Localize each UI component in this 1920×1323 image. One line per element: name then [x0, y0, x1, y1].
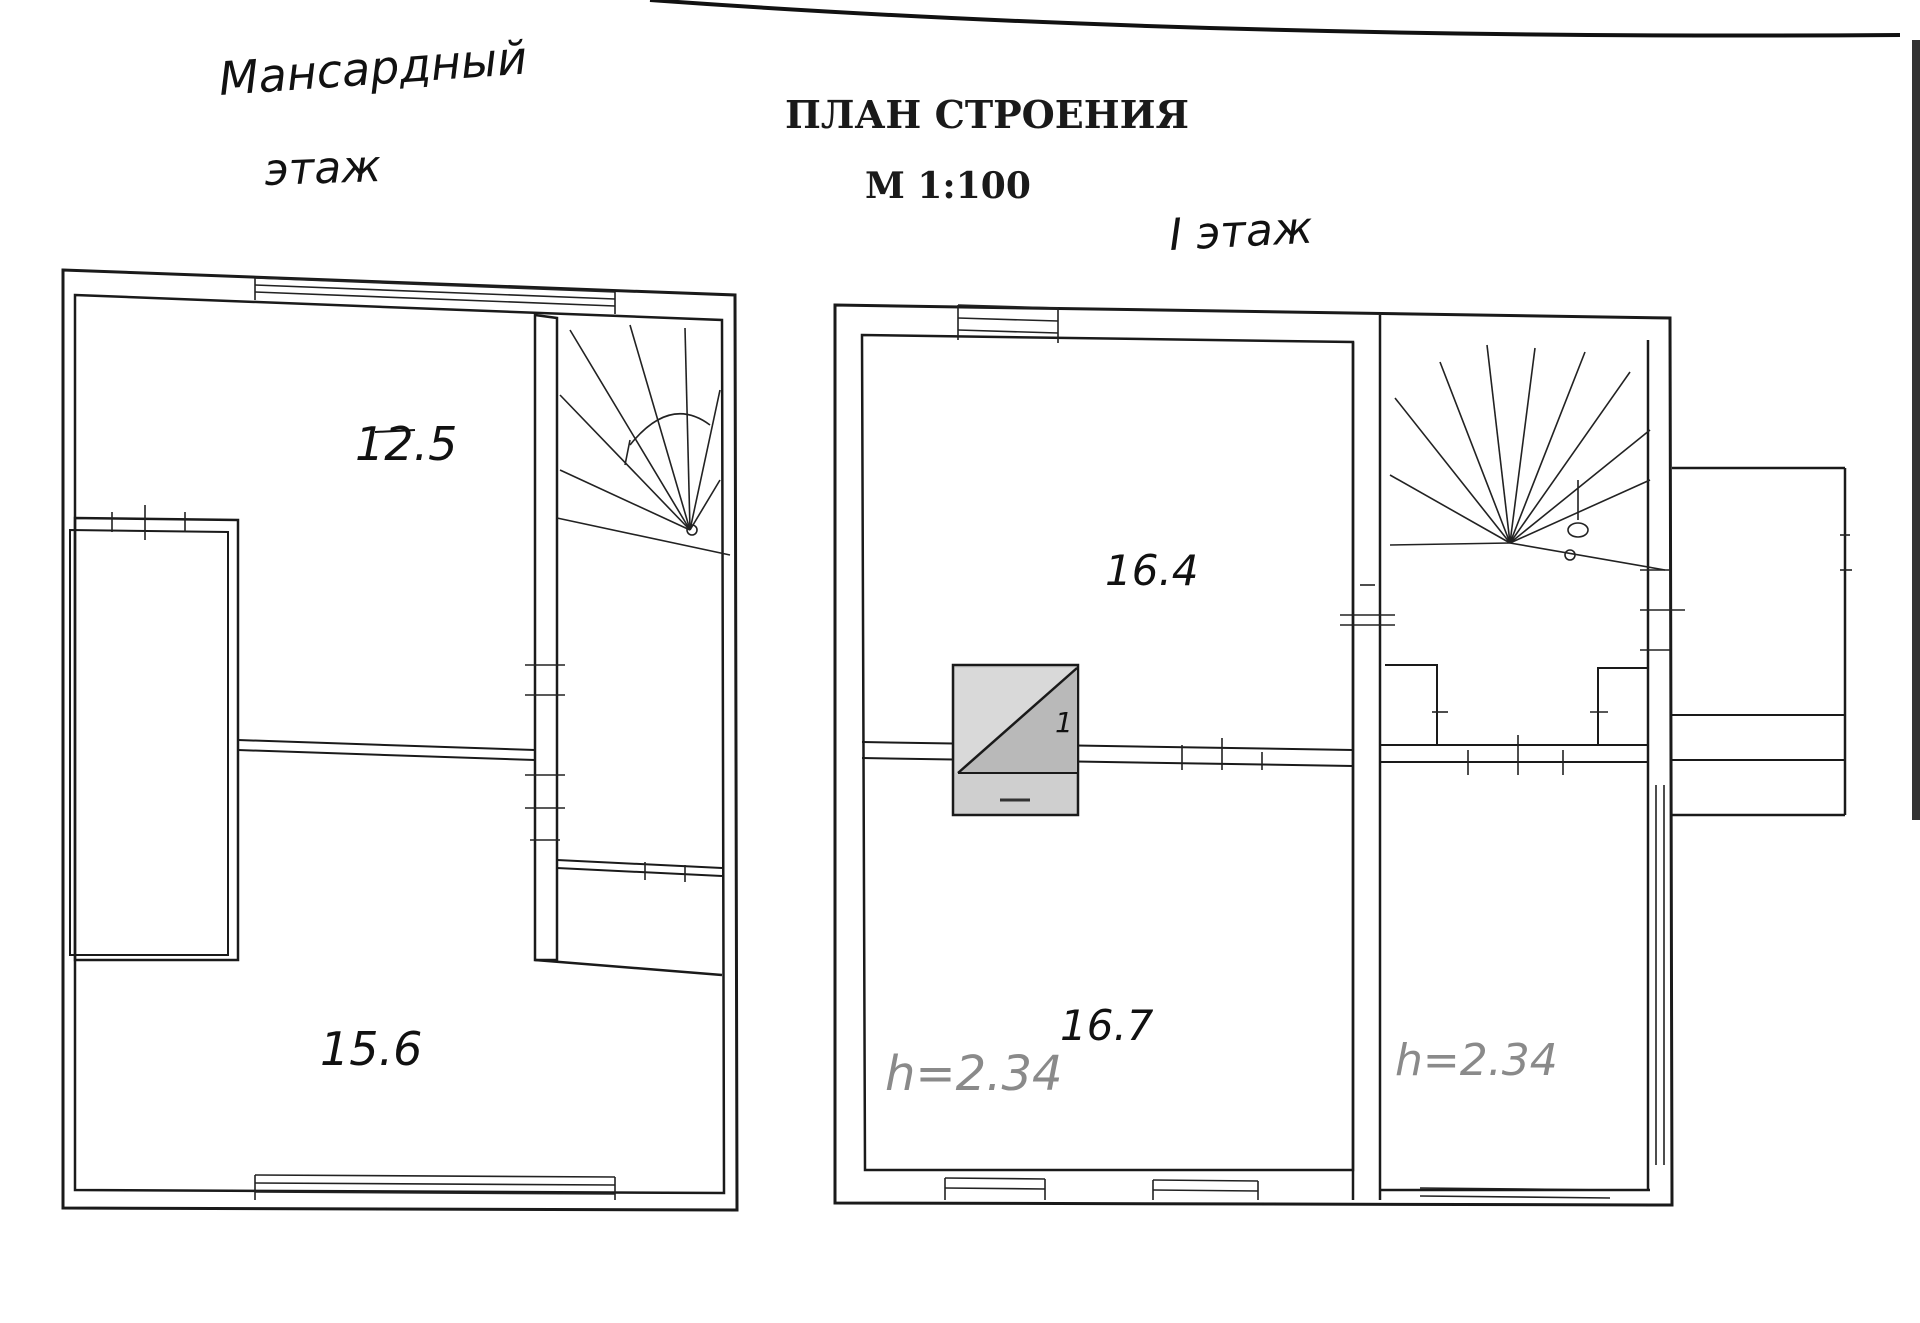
- stove-mark: 1: [1055, 706, 1073, 739]
- room-area-first-upper: 16.4: [1105, 546, 1199, 595]
- plan-scale: М 1:100: [865, 165, 1031, 207]
- plan-title: ПЛАН СТРОЕНИЯ: [785, 92, 1189, 137]
- attic-floor-plan: [61, 268, 739, 1212]
- first-floor-label: I этаж: [1168, 203, 1314, 261]
- ceiling-height-first-right: h=2.34: [1395, 1035, 1558, 1086]
- stove: 1: [951, 663, 1080, 817]
- room-area-attic-upper: 12.5: [355, 417, 457, 471]
- ceiling-height-first-left: h=2.34: [885, 1046, 1063, 1102]
- room-area-attic-lower: 15.6: [320, 1022, 422, 1076]
- attic-stair-fan: [559, 324, 721, 536]
- room-area-first-lower: 16.7: [1060, 1001, 1154, 1050]
- first-stair-fan: [1389, 344, 1666, 571]
- attic-floor-label-2: этаж: [264, 141, 382, 196]
- first-floor-plan: 1: [833, 303, 1852, 1207]
- porch: [1672, 466, 1852, 817]
